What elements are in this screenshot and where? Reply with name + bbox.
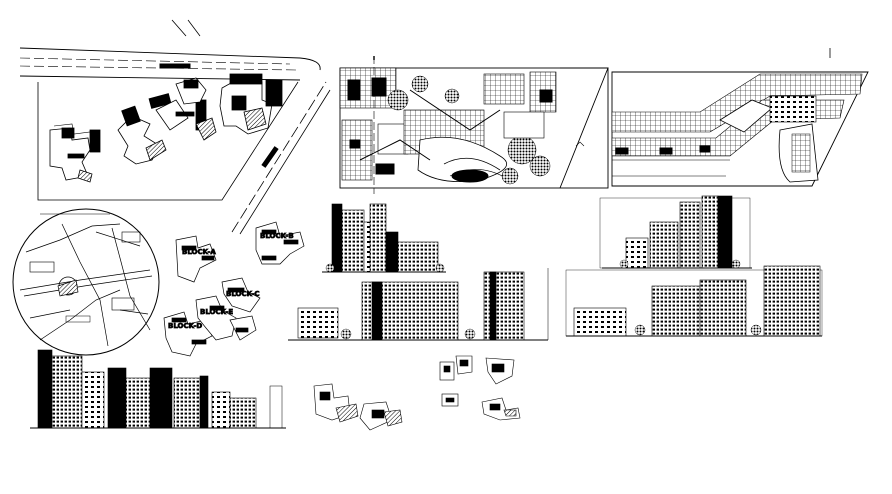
block-plan-d: BLOCK-D bbox=[163, 311, 213, 357]
small-plan-set-a bbox=[313, 383, 403, 431]
block-plan-a: BLOCK-A bbox=[175, 235, 217, 283]
block-label-b: BLOCK-B bbox=[260, 232, 294, 240]
right-elevation-lower bbox=[565, 265, 823, 337]
master-landscape-plan bbox=[339, 56, 609, 194]
site-building-d bbox=[219, 73, 283, 135]
site-plan-with-roads bbox=[19, 19, 331, 235]
block-plan-c: BLOCK-C bbox=[221, 277, 261, 313]
small-plan-set-b bbox=[439, 355, 521, 421]
front-elevation-center bbox=[288, 268, 549, 341]
front-elevation-left bbox=[322, 203, 446, 273]
block-plan-cluster: BLOCK-A BLOCK-B BLOCK-C BLOCK-D BLOCK-E bbox=[163, 221, 305, 357]
long-block-floor-plan bbox=[611, 48, 869, 187]
right-elevation-upper bbox=[599, 195, 752, 269]
block-label-a: BLOCK-A bbox=[182, 248, 216, 256]
site-building-c bbox=[175, 77, 217, 141]
block-label-e: BLOCK-E bbox=[200, 308, 233, 316]
site-building-b bbox=[117, 93, 207, 165]
block-plan-b: BLOCK-B bbox=[255, 221, 305, 265]
bottom-elevation bbox=[30, 349, 286, 429]
block-label-d: BLOCK-D bbox=[168, 322, 202, 330]
block-plan-e: BLOCK-E bbox=[195, 295, 257, 341]
block-label-c: BLOCK-C bbox=[226, 290, 260, 298]
location-key-map bbox=[12, 208, 160, 356]
site-building-a bbox=[49, 123, 101, 183]
